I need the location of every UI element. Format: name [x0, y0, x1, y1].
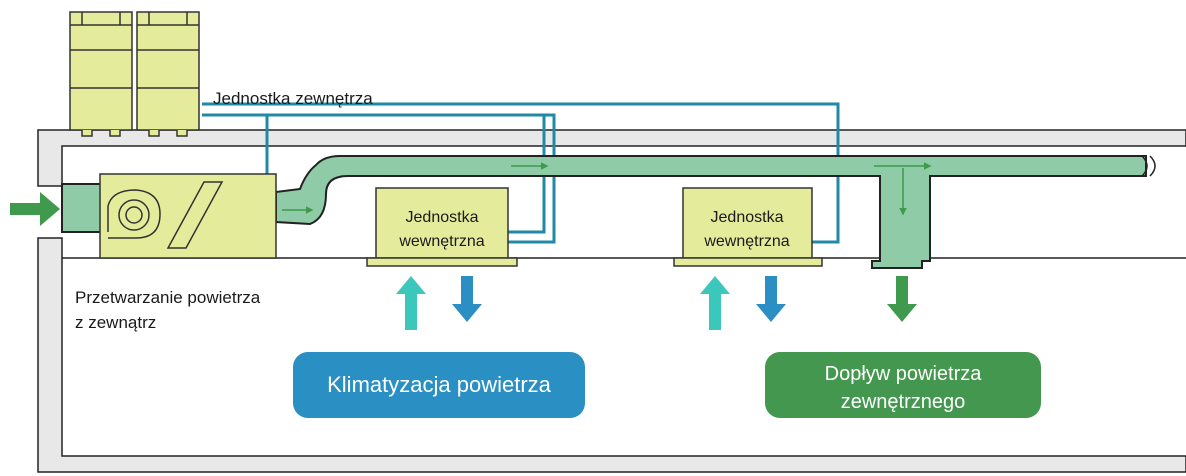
indoor-unit-1 [366, 187, 518, 267]
air-handling-unit [99, 173, 277, 259]
air-conditioning-badge-text: Klimatyzacja powietrza [327, 372, 552, 397]
indoor-unit-2 [673, 187, 823, 267]
return-air-arrow [700, 276, 730, 330]
intake-duct [61, 183, 103, 233]
indoor-unit-label: wewnętrzna [703, 233, 789, 250]
supply-duct [275, 155, 1156, 269]
indoor-unit-label: Jednostka [406, 209, 479, 226]
fan-icon [107, 189, 161, 239]
indoor-unit-label: wewnętrzna [398, 233, 484, 250]
supply-air-arrow [756, 276, 786, 322]
outdoor-unit [69, 11, 200, 137]
air-conditioning-badge [293, 352, 585, 418]
duct-airflow-arrows [282, 162, 932, 216]
fresh-air-supply-badge [765, 352, 1041, 418]
return-air-arrow [396, 276, 426, 330]
fresh-air-supply-badge-text: zewnętrznego [841, 391, 966, 413]
indoor-unit-label: Jednostka [711, 209, 784, 226]
outdoor-air-processing-label: z zewnątrz [75, 313, 156, 332]
supply-air-arrow [452, 276, 482, 322]
break-mark-icon [1141, 155, 1156, 177]
fresh-air-outlet-arrow [887, 276, 917, 322]
outdoor-air-processing-label: Przetwarzanie powietrza [75, 288, 261, 307]
fresh-air-supply-badge-text: Dopływ powietrza [825, 363, 983, 385]
filter-icon [166, 181, 224, 249]
outdoor-unit-label: Jednostka zewnętrza [213, 89, 373, 108]
outdoor-air-intake-arrow [10, 192, 60, 226]
